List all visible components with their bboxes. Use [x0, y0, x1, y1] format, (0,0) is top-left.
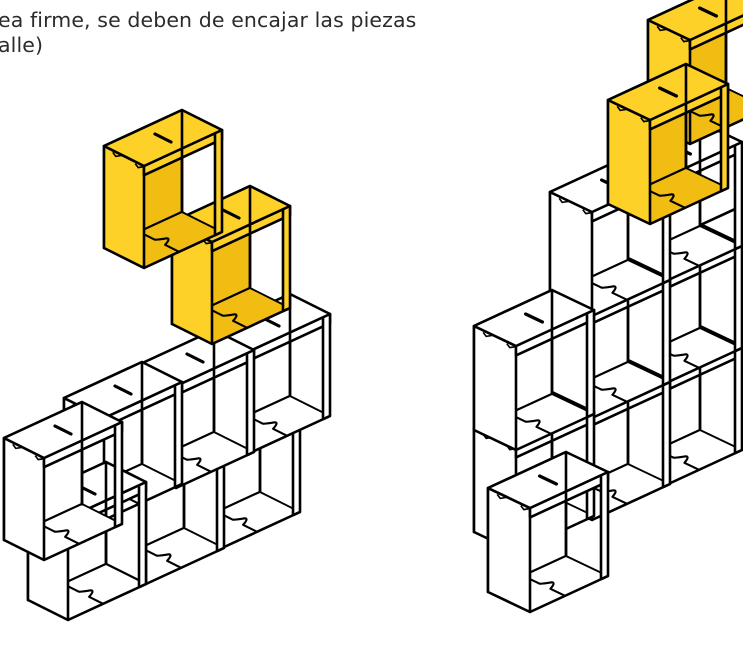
- caption-line-1: ea firme, se deben de encajar las piezas: [0, 8, 417, 32]
- instruction-caption: ea firme, se deben de encajar las piezas…: [0, 8, 416, 58]
- caption-line-2: alle): [0, 33, 44, 57]
- box-right-13: [606, 62, 730, 226]
- stack-right-illustration: [472, 0, 743, 614]
- box-left-9: [102, 108, 224, 270]
- box-right-10: [472, 288, 596, 452]
- box-right-11: [486, 450, 610, 614]
- stack-left-illustration: [2, 108, 332, 622]
- box-left-7: [2, 400, 124, 562]
